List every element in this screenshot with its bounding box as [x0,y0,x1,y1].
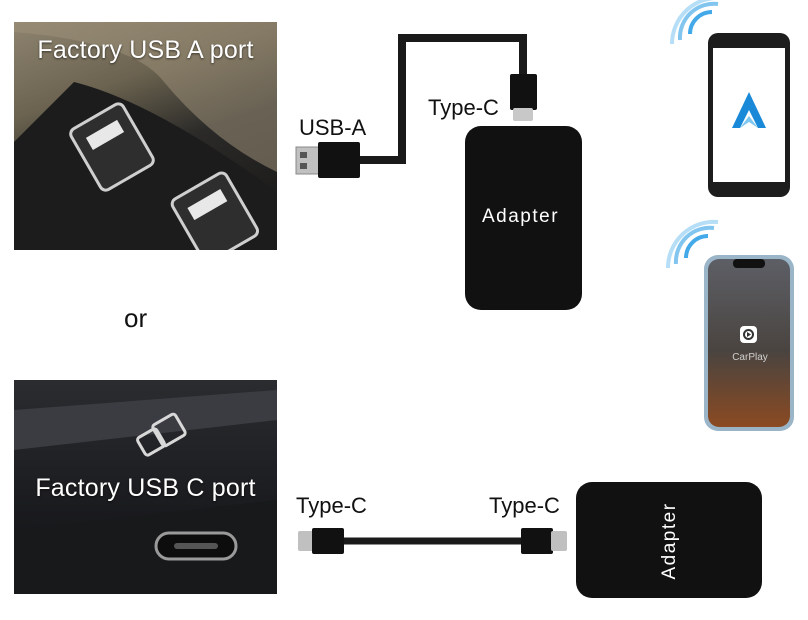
type-c-connector-label-left: Type-C [296,493,367,518]
android-auto-icon [732,92,766,128]
adapter-box-top [465,126,582,310]
phone-charging-icon [136,412,187,457]
usb-c-port-photo: Factory USB C port [14,380,277,594]
usb-a-socket-2 [170,171,260,250]
iphone [704,255,794,431]
usb-c-port-illustration [14,390,277,594]
usb-a-port-illustration [14,22,277,250]
usb-c-port-title: Factory USB C port [35,474,256,502]
usb-a-port-title: Factory USB A port [37,36,254,64]
carplay-icon [740,326,757,343]
wifi-icon-iphone [665,219,719,269]
or-label: or [124,303,148,333]
type-c-connector-label-top: Type-C [428,95,499,120]
usb-a-to-type-c-cable [295,34,537,178]
type-c-connector-label-right: Type-C [489,493,560,518]
type-c-to-type-c-cable [298,528,567,554]
usb-a-connector-label: USB-A [299,115,367,140]
wifi-icon-android [669,0,719,45]
adapter-label-top: Adapter [482,206,560,227]
carplay-label: CarPlay [732,352,768,363]
usb-a-port-photo: Factory USB A port [14,22,277,250]
usb-a-socket-1 [69,102,155,192]
adapter-box-bottom [576,482,762,598]
adapter-label-bottom: Adapter [659,502,680,580]
android-phone [708,33,790,197]
